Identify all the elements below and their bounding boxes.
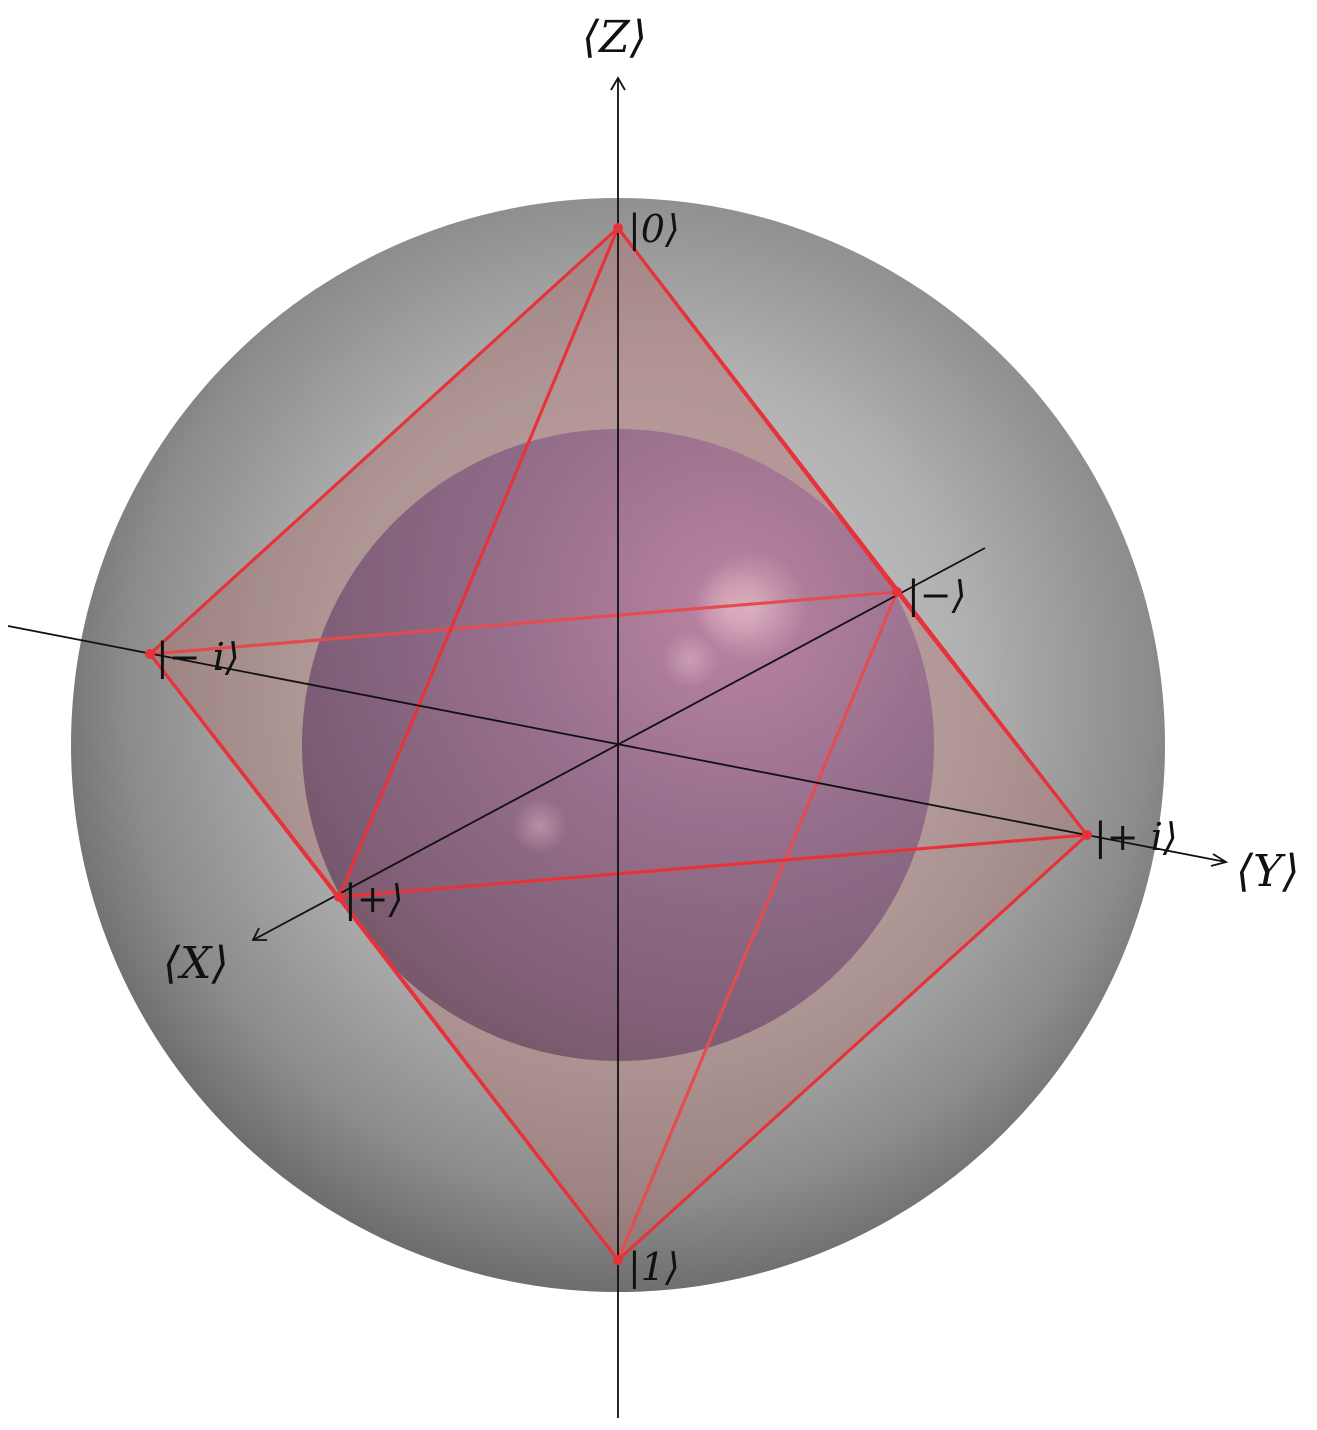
point-one (613, 1255, 623, 1265)
octahedron-front-face-upper-back (616, 226, 1089, 837)
inner-sphere-highlight (697, 551, 807, 661)
axes (7, 76, 1229, 1418)
label-minus: |−⟩ (907, 573, 966, 617)
z-axis-label: ⟨Z⟩ (582, 12, 647, 63)
octahedron (148, 226, 1089, 1262)
octahedron-front-face-lower-right (337, 833, 1089, 1262)
y-axis (7, 625, 1227, 863)
x-axis (252, 547, 986, 941)
point-minus-i (145, 649, 155, 659)
label-one: |1⟩ (628, 1245, 680, 1289)
state-points (145, 223, 1092, 1265)
y-axis-label: ⟨Y⟩ (1236, 846, 1299, 897)
x-axis-arrowhead (251, 927, 267, 941)
point-minus (892, 587, 902, 597)
x-axis-label: ⟨X⟩ (163, 938, 229, 989)
point-plus-i (1082, 830, 1092, 840)
inner-sphere-highlight-3 (512, 798, 568, 854)
point-plus (334, 892, 344, 902)
z-axis-arrowhead (610, 76, 626, 91)
label-minus-i: |− i⟩ (156, 635, 240, 679)
point-zero (613, 223, 623, 233)
y-axis-arrowhead (1210, 853, 1229, 867)
label-plus-i: |+ i⟩ (1094, 815, 1178, 859)
label-plus: |+⟩ (344, 877, 403, 921)
label-zero: |0⟩ (628, 207, 680, 251)
inner-sphere-highlight-2 (662, 632, 718, 688)
